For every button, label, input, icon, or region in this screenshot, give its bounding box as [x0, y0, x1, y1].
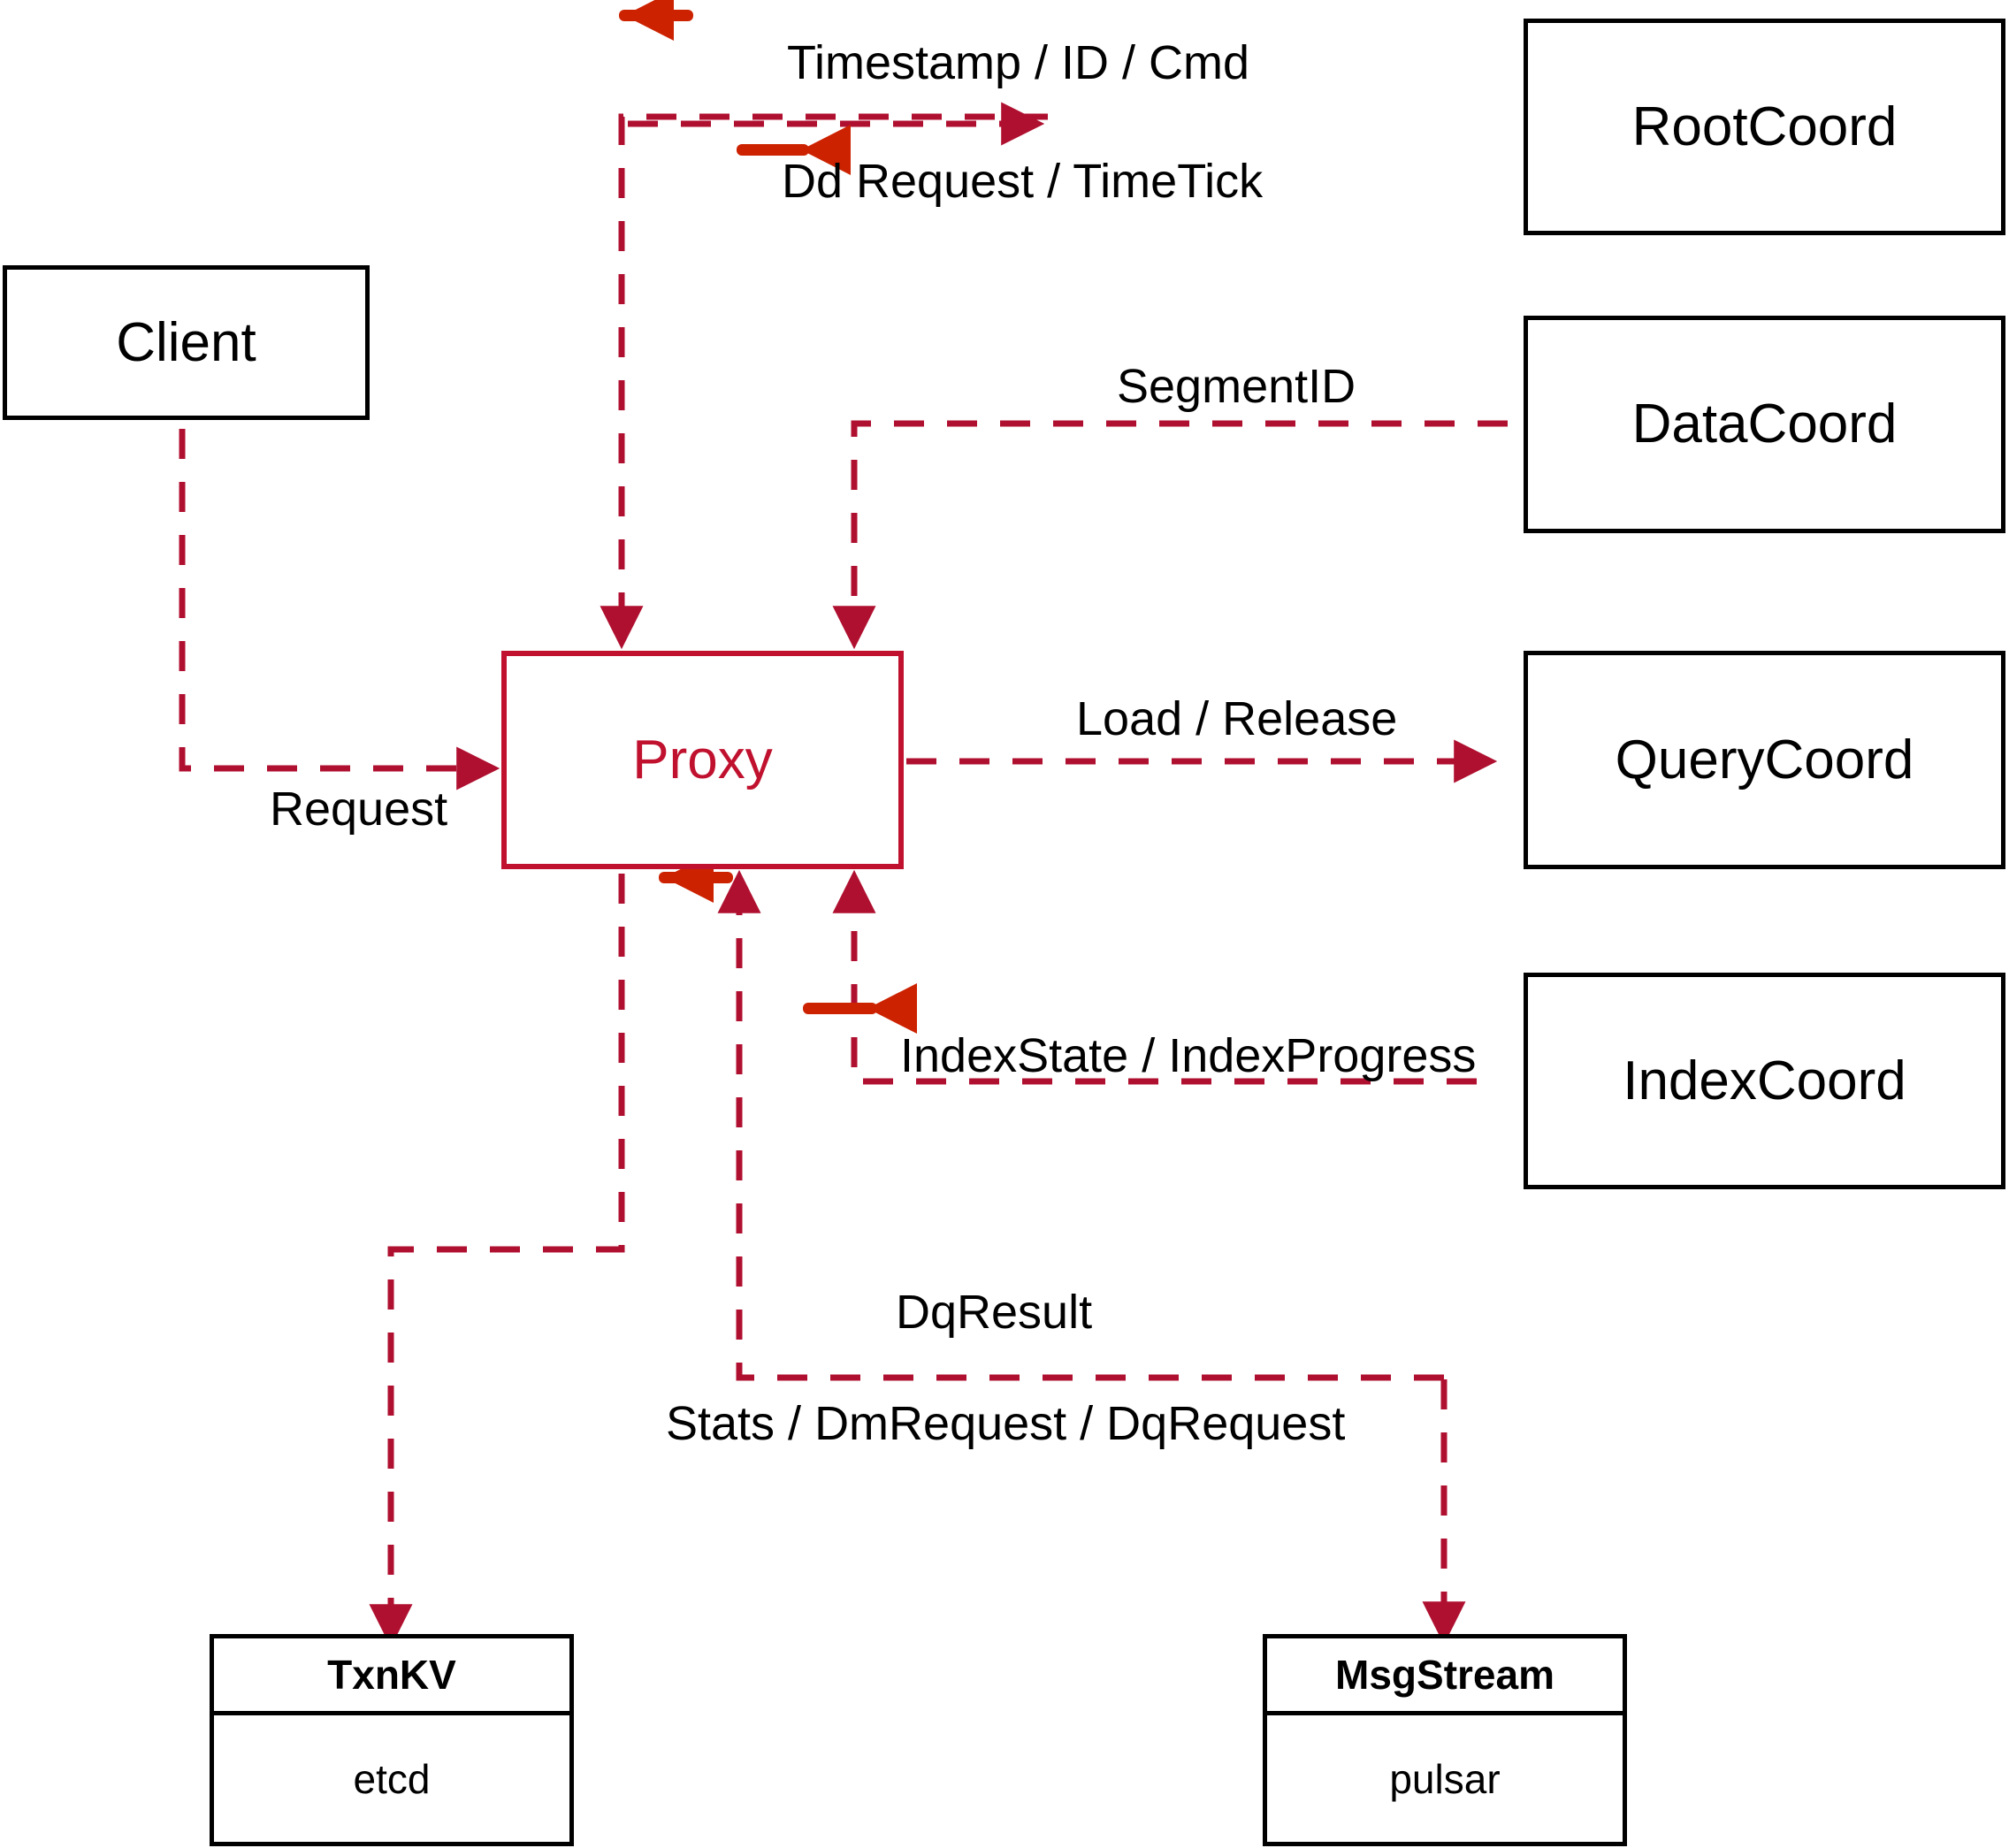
- node-datacoord[interactable]: DataCoord: [1524, 316, 2005, 533]
- node-msgstream[interactable]: MsgStream pulsar: [1263, 1634, 1627, 1846]
- direction-arrow-timestamp: [619, 0, 693, 41]
- node-msgstream-header: MsgStream: [1267, 1638, 1623, 1715]
- node-querycoord[interactable]: QueryCoord: [1524, 651, 2005, 869]
- edge-proxy-to-txnkv: [369, 874, 625, 1648]
- edge-label-segmentid: SegmentID: [1117, 360, 1356, 413]
- edge-label-stats: Stats / DmRequest / DqRequest: [666, 1397, 1346, 1450]
- node-proxy[interactable]: Proxy: [501, 651, 904, 869]
- edge-label-timestamp: Timestamp / ID / Cmd: [787, 36, 1250, 89]
- node-querycoord-label: QueryCoord: [1615, 729, 1914, 790]
- edge-client-to-proxy: [179, 376, 500, 790]
- node-client-label: Client: [116, 311, 256, 373]
- node-txnkv-header: TxnKV: [214, 1638, 569, 1715]
- node-proxy-label: Proxy: [632, 729, 773, 790]
- node-txnkv[interactable]: TxnKV etcd: [210, 1634, 574, 1846]
- node-indexcoord-label: IndexCoord: [1623, 1050, 1906, 1111]
- edge-label-load: Load / Release: [1076, 692, 1398, 745]
- direction-arrow-stats: [803, 983, 917, 1034]
- node-rootcoord-label: RootCoord: [1631, 95, 1898, 157]
- edge-label-request: Request: [270, 783, 448, 836]
- edge-label-dqresult: DqResult: [896, 1286, 1093, 1339]
- node-rootcoord[interactable]: RootCoord: [1524, 19, 2005, 235]
- edge-label-ddrequest: Dd Request / TimeTick: [782, 155, 1264, 208]
- node-txnkv-body: etcd: [353, 1755, 431, 1802]
- edge-datacoord-to-proxy: [832, 420, 1508, 650]
- node-datacoord-label: DataCoord: [1631, 393, 1898, 454]
- node-client[interactable]: Client: [3, 265, 370, 420]
- node-indexcoord[interactable]: IndexCoord: [1524, 973, 2005, 1189]
- node-msgstream-body: pulsar: [1389, 1755, 1501, 1802]
- edge-label-indexstate: IndexState / IndexProgress: [900, 1029, 1477, 1082]
